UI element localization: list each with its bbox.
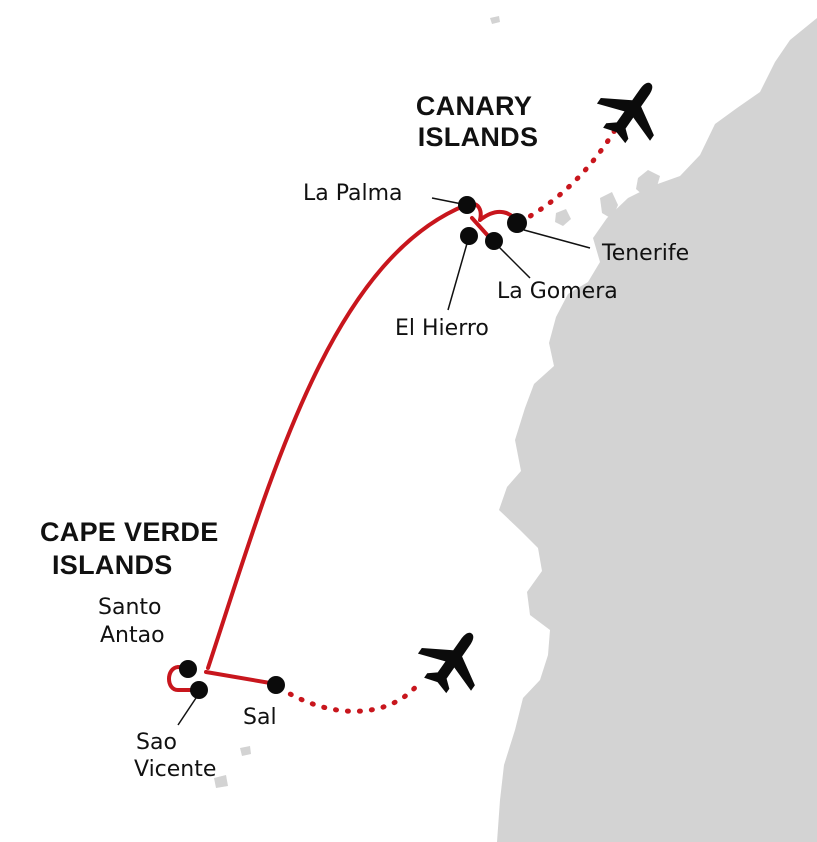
- pointer-la-palma: [431, 197, 463, 205]
- airplane-icon: [596, 82, 654, 144]
- africa-mainland: [497, 18, 817, 842]
- stop-label-tenerife: Tenerife: [601, 241, 689, 266]
- stop-label-sao-vicente-line2: Vicente: [134, 757, 216, 782]
- island-cv-sal-south: [240, 746, 251, 756]
- region-label-cape-verde-line1: CAPE VERDE: [40, 517, 219, 547]
- island-lanzarote: [636, 170, 660, 196]
- marker-sal: [267, 676, 285, 694]
- route-cape-verde-loop: [167, 665, 200, 692]
- stop-label-santo-antao-line1: Santo: [98, 595, 161, 620]
- region-label-canary-line2: ISLANDS: [418, 122, 539, 152]
- pointer-sao-vicente: [177, 694, 199, 726]
- route-to-sal: [204, 670, 278, 686]
- island-fuerteventura: [600, 192, 618, 219]
- route-canary-link: [470, 216, 492, 240]
- stop-label-sal: Sal: [243, 705, 277, 730]
- marker-el-hierro: [460, 227, 478, 245]
- route-main: [206, 201, 520, 670]
- marker-la-palma: [458, 196, 476, 214]
- island-gran-canaria: [555, 209, 571, 226]
- marker-santo-antao: [179, 660, 197, 678]
- marker-sao-vicente: [190, 681, 208, 699]
- flight-route-canary: [517, 127, 618, 225]
- stop-label-la-palma: La Palma: [303, 181, 403, 206]
- stop-label-santo-antao-line2: Antao: [100, 623, 165, 648]
- pointer-tenerife: [523, 229, 591, 249]
- stop-label-el-hierro: El Hierro: [395, 316, 489, 341]
- island-cv-south: [214, 775, 228, 788]
- marker-tenerife: [507, 213, 527, 233]
- pointer-la-gomera: [497, 245, 531, 279]
- flight-route-cape-verde: [277, 679, 423, 714]
- airplane-icon: [417, 632, 475, 694]
- region-label-cape-verde-line2: ISLANDS: [52, 550, 173, 580]
- island-islet-top: [490, 16, 500, 24]
- pointer-el-hierro: [447, 239, 469, 311]
- stop-label-sao-vicente-line1: Sao: [136, 730, 177, 755]
- region-label-canary-line1: CANARY: [416, 91, 532, 121]
- stop-label-la-gomera: La Gomera: [497, 279, 618, 304]
- marker-la-gomera: [485, 232, 503, 250]
